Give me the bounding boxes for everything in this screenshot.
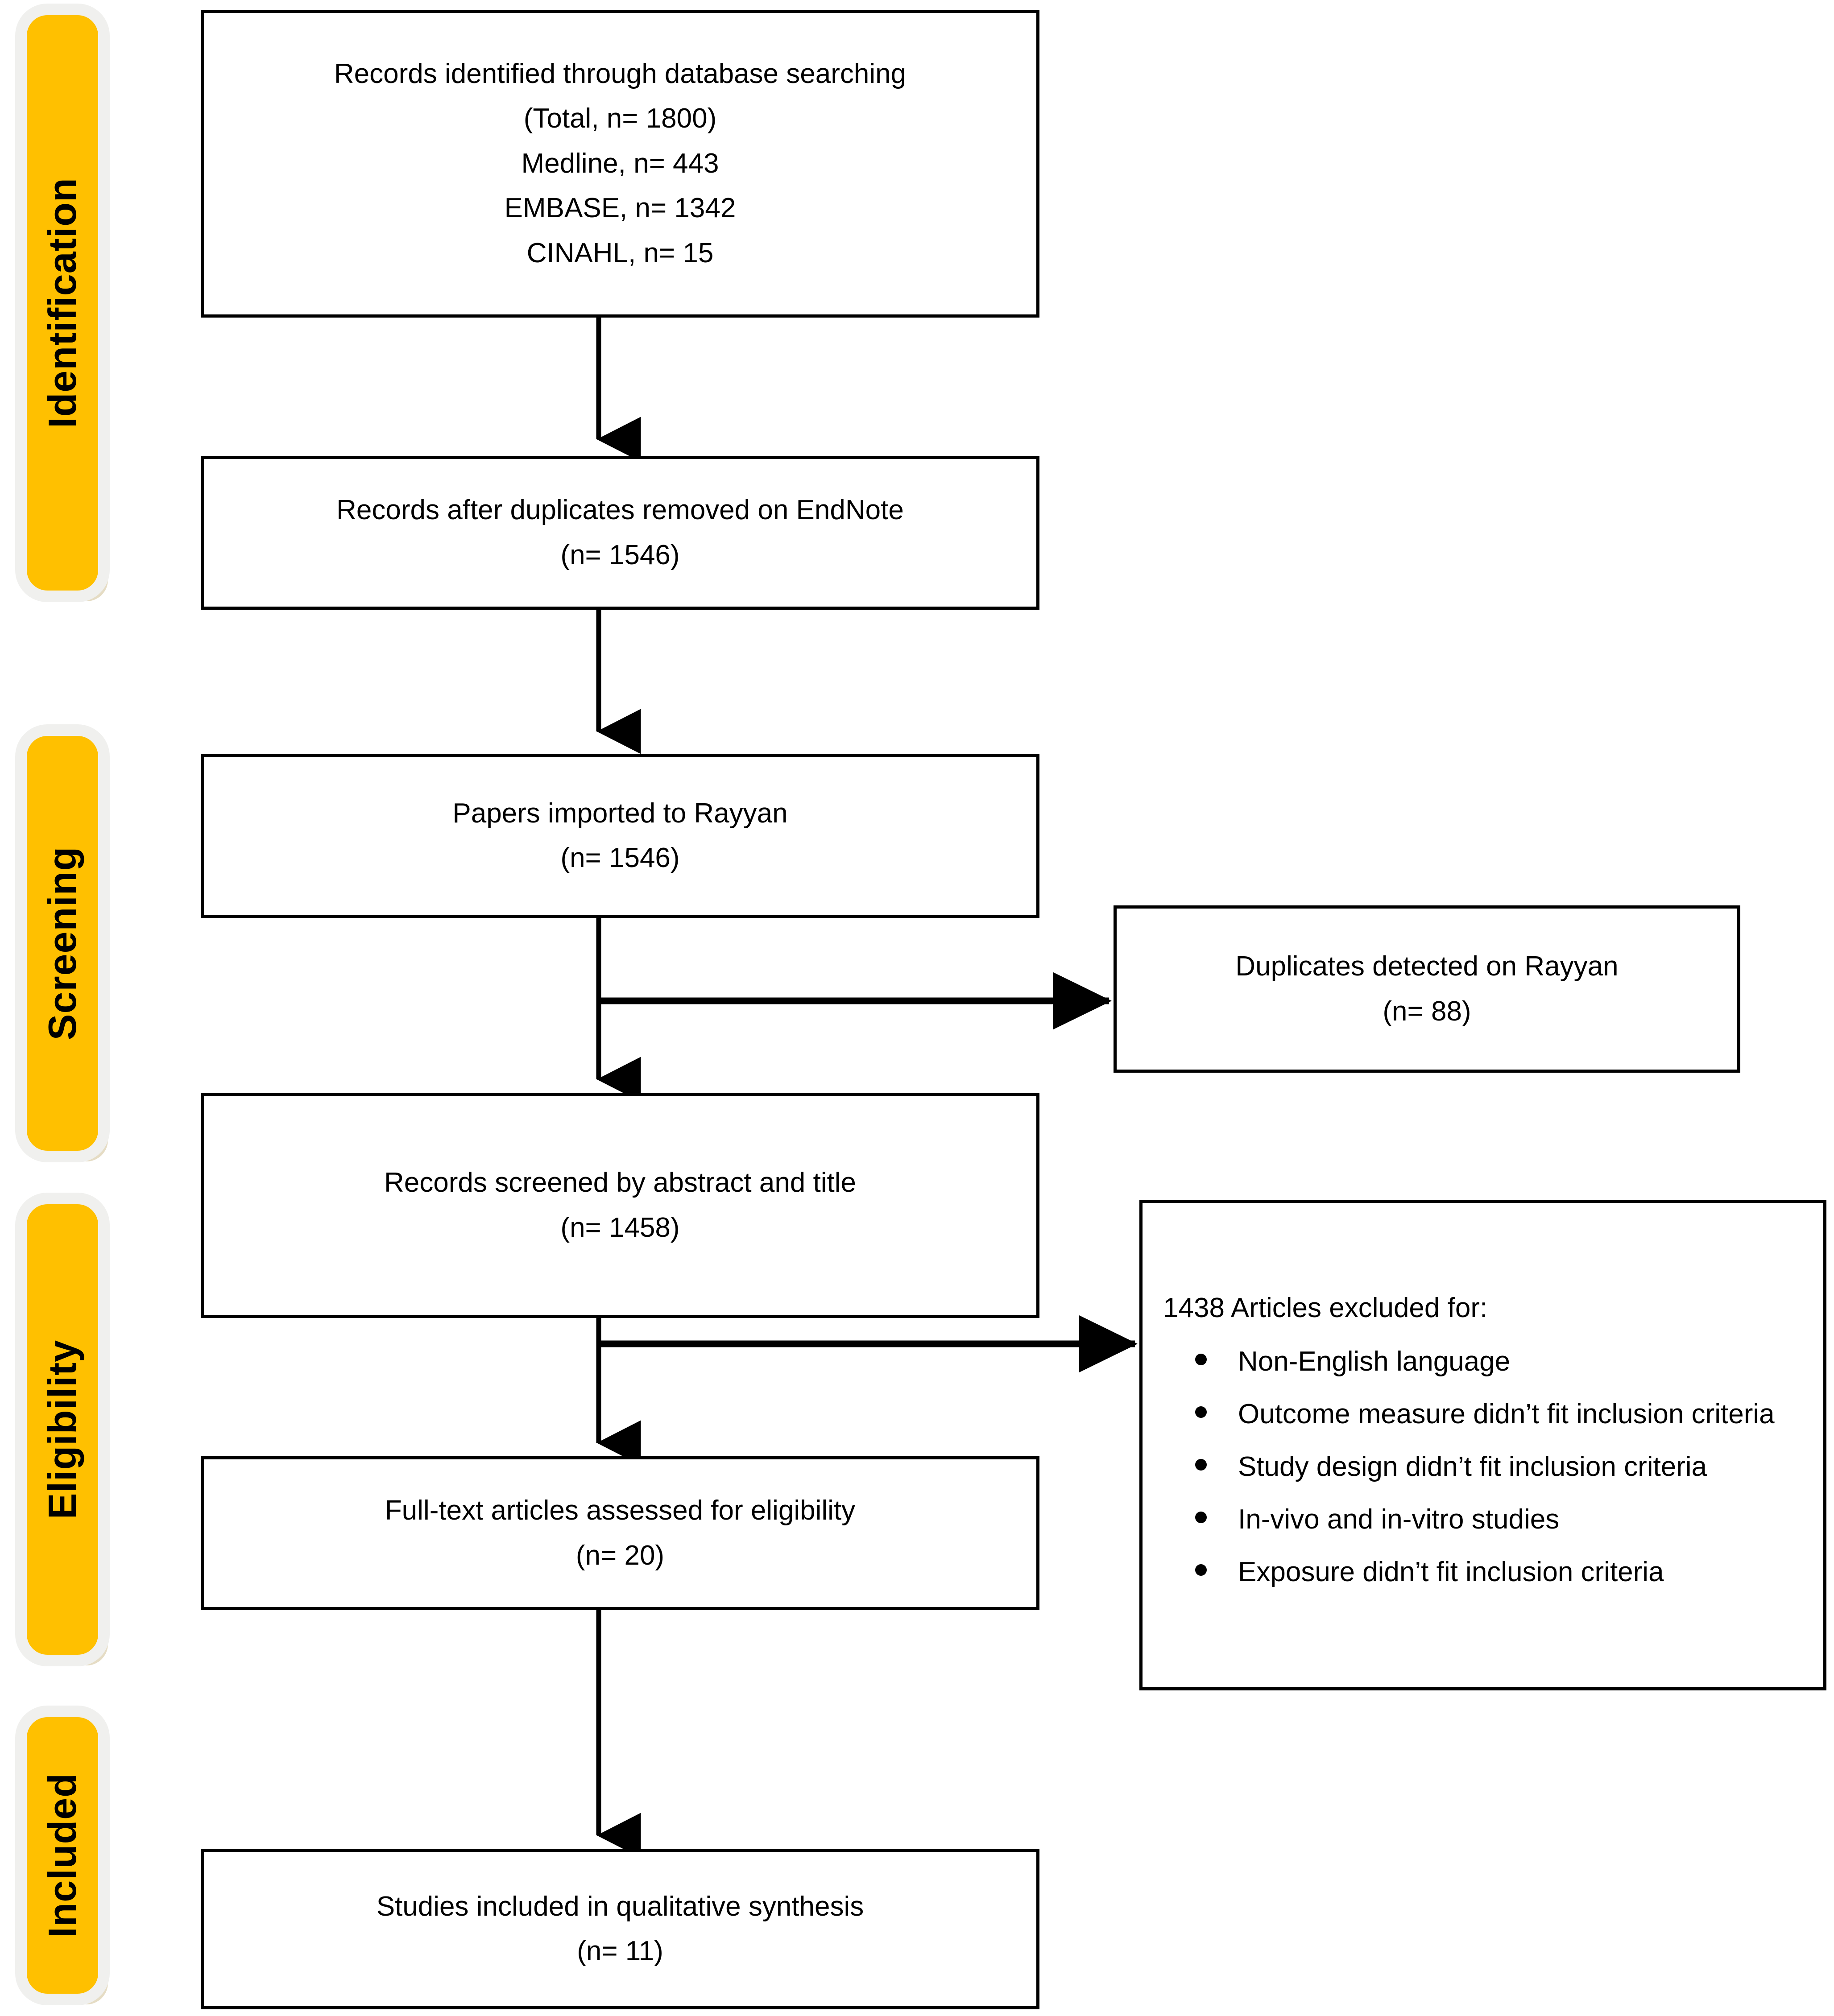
excluded-reason-text: Study design didn’t fit inclusion criter… [1238, 1451, 1707, 1482]
box-records-screened: Records screened by abstract and title (… [201, 1093, 1039, 1318]
bullet-icon [1195, 1459, 1207, 1471]
box-line: CINAHL, n= 15 [526, 237, 714, 269]
bullet-icon [1195, 1564, 1207, 1576]
box-line: Records screened by abstract and title [384, 1167, 856, 1198]
list-item: Non-English language [1195, 1340, 1805, 1383]
list-item: Exposure didn’t fit inclusion criteria [1195, 1551, 1805, 1594]
box-records-after-duplicates: Records after duplicates removed on EndN… [201, 456, 1039, 610]
bullet-icon [1195, 1406, 1207, 1418]
box-line: Studies included in qualitative synthesi… [376, 1891, 864, 1922]
box-line: Medline, n= 443 [521, 148, 719, 179]
box-line: (n= 11) [577, 1936, 663, 1966]
box-line: (n= 1546) [560, 843, 680, 873]
box-records-identified: Records identified through database sear… [201, 10, 1039, 318]
box-line: (n= 20) [575, 1540, 665, 1571]
box-line: EMBASE, n= 1342 [504, 193, 736, 224]
list-item: In-vivo and in-vitro studies [1195, 1498, 1805, 1541]
box-full-text-assessed: Full-text articles assessed for eligibil… [201, 1456, 1039, 1610]
list-item: Study design didn’t fit inclusion criter… [1195, 1446, 1805, 1488]
box-line: Full-text articles assessed for eligibil… [385, 1495, 856, 1526]
stage-label-included: Included [40, 1773, 85, 1938]
excluded-reason-text: Outcome measure didn’t fit inclusion cri… [1238, 1398, 1775, 1429]
excluded-reason-text: In-vivo and in-vitro studies [1238, 1504, 1560, 1535]
box-line: (n= 1458) [560, 1212, 680, 1243]
box-line: Records after duplicates removed on EndN… [336, 495, 904, 526]
excluded-reasons-list: Non-English language Outcome measure did… [1143, 1334, 1823, 1603]
excluded-reason-text: Exposure didn’t fit inclusion criteria [1238, 1557, 1664, 1588]
stage-pill-eligibility: Eligibility [27, 1204, 98, 1655]
stage-pill-screening: Screening [27, 736, 98, 1151]
box-line: Records identified through database sear… [334, 58, 907, 89]
bullet-icon [1195, 1512, 1207, 1524]
box-papers-imported-rayyan: Papers imported to Rayyan (n= 1546) [201, 754, 1039, 918]
excluded-heading: 1438 Articles excluded for: [1163, 1292, 1488, 1323]
box-line: (n= 88) [1383, 996, 1471, 1027]
bullet-icon [1195, 1353, 1207, 1365]
stage-label-identification: Identification [40, 178, 84, 428]
excluded-reason-text: Non-English language [1238, 1346, 1511, 1377]
box-line: (n= 1546) [560, 539, 680, 570]
box-studies-included: Studies included in qualitative synthesi… [201, 1849, 1039, 2009]
box-articles-excluded: 1438 Articles excluded for: Non-English … [1139, 1200, 1826, 1690]
stage-label-eligibility: Eligibility [40, 1339, 84, 1520]
box-line: Papers imported to Rayyan [452, 797, 788, 829]
box-line: (Total, n= 1800) [523, 103, 717, 134]
stage-pill-included: Included [27, 1717, 98, 1994]
stage-label-screening: Screening [40, 846, 85, 1041]
box-duplicates-detected-rayyan: Duplicates detected on Rayyan (n= 88) [1114, 905, 1740, 1073]
list-item: Outcome measure didn’t fit inclusion cri… [1195, 1393, 1805, 1436]
box-line: Duplicates detected on Rayyan [1235, 951, 1619, 982]
stage-pill-identification: Identification [27, 15, 98, 591]
